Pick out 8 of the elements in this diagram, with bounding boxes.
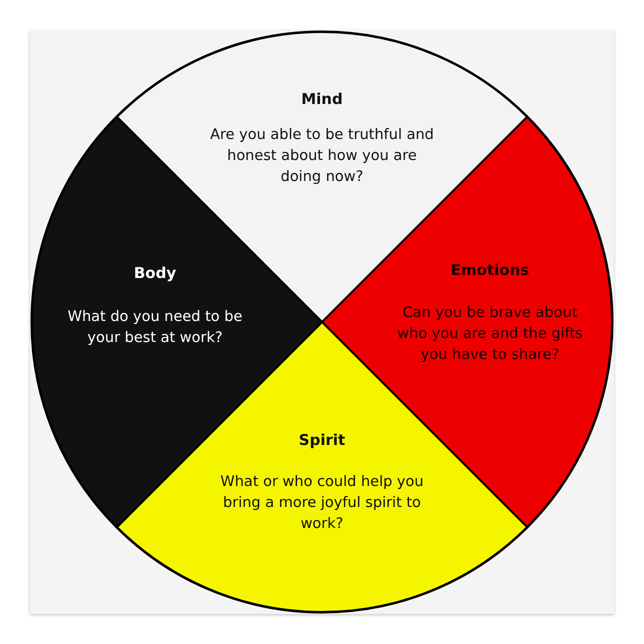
quadrant-heading: Spirit <box>298 431 346 449</box>
quadrant-question: Are you able to be truthful and honest about how you are doing now? <box>209 126 435 187</box>
quadrant-question: What or who could help you bring a more joyful spirit to work? <box>219 473 425 534</box>
quadrant-heading: Body <box>134 264 176 282</box>
quadrant-heading: Emotions <box>450 260 530 279</box>
quadrant-heading: Mind <box>301 90 343 108</box>
quadrant-question: What do you need to be your best at work? <box>66 308 244 348</box>
quadrant-question: Can you be brave about who you are and the gifts you have to share? <box>396 304 584 365</box>
